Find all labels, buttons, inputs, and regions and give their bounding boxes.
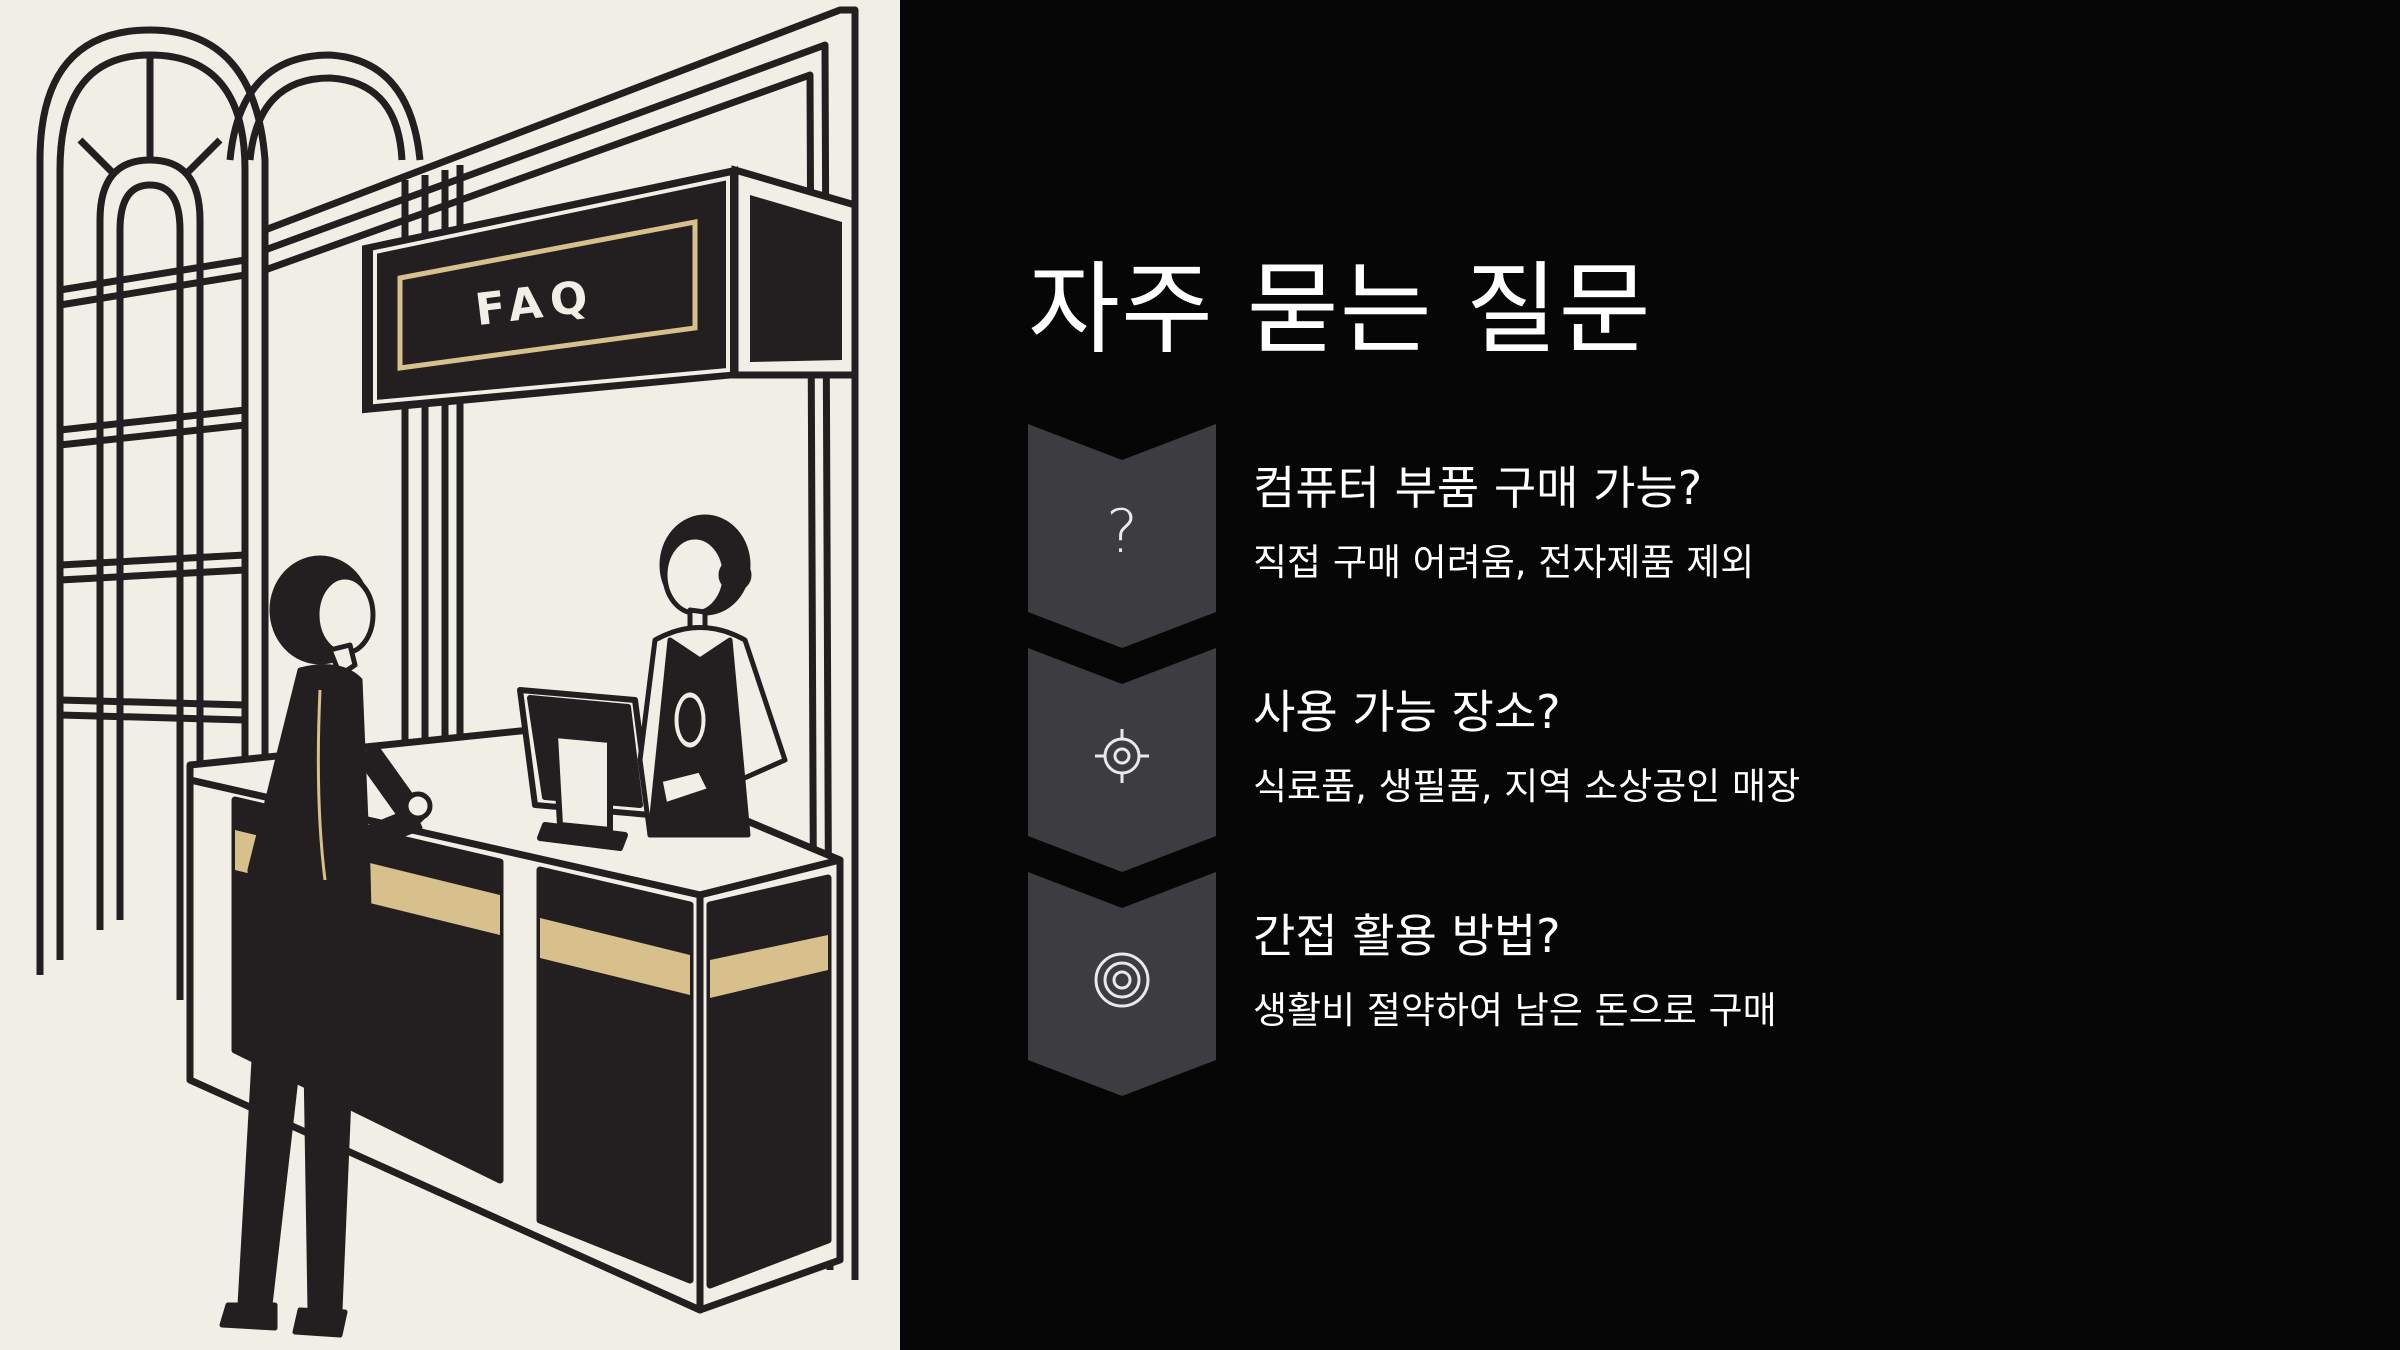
chevron-shape [1028, 424, 1216, 648]
faq-answer: 직접 구매 어려움, 전자제품 제외 [1253, 541, 1755, 584]
arched-window [36, 26, 424, 1050]
faq-question: 컴퓨터 부품 구매 가능? [1253, 461, 1703, 515]
faq-question: 사용 가능 장소? [1253, 685, 1561, 739]
question-icon: ? [1106, 497, 1138, 567]
monitor [517, 687, 653, 851]
clerk-figure [637, 514, 788, 838]
faq-badge [1028, 648, 1216, 872]
faq-content: 자주 묻는 질문 ? 컴퓨터 부품 구매 가능? 직접 구매 어려움, 전자제품… [1028, 240, 2328, 1096]
customer-figure [219, 555, 433, 1338]
faq-question: 간접 활용 방법? [1253, 909, 1561, 963]
faq-item: 간접 활용 방법? 생활비 절약하여 남은 돈으로 구매 [1028, 872, 2328, 1096]
faq-answer: 식료품, 생필품, 지역 소상공인 매장 [1253, 765, 1801, 808]
chevron-shape [1028, 872, 1216, 1096]
crosshair-icon [1092, 726, 1152, 786]
faq-badge [1028, 872, 1216, 1096]
page-title: 자주 묻는 질문 [1028, 251, 1652, 368]
chevron-shape [1028, 648, 1216, 872]
faq-sign: FAQ [362, 165, 859, 414]
faq-desk-illustration: FAQ [0, 0, 900, 1350]
faq-answer: 생활비 절약하여 남은 돈으로 구매 [1253, 989, 1777, 1032]
faq-item: 사용 가능 장소? 식료품, 생필품, 지역 소상공인 매장 [1028, 648, 2328, 872]
faq-item: ? 컴퓨터 부품 구매 가능? 직접 구매 어려움, 전자제품 제외 [1028, 424, 2328, 648]
target-icon [1092, 950, 1152, 1010]
faq-badge: ? [1028, 424, 1216, 648]
illustration-svg: FAQ [36, 6, 859, 1338]
